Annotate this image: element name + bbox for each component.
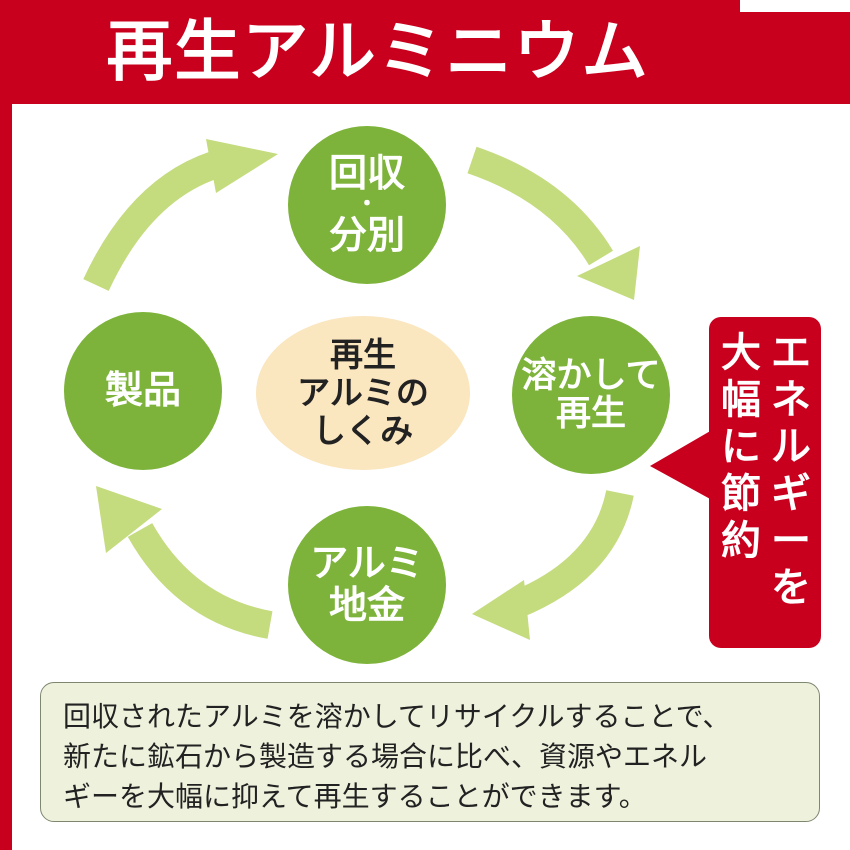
explanation-note: 回収されたアルミを溶かしてリサイクルすることで、 新たに鉱石から製造する場合に比… (40, 682, 820, 822)
callout-column-right: エ ネ ル ギ ー を (767, 330, 815, 612)
arrowhead-product (96, 486, 162, 553)
circle-remelt-line2: 再生 (555, 394, 626, 434)
note-line1: 回収されたアルミを溶かしてリサイクルすることで、 (63, 700, 731, 733)
circle-ingot-line1: アルミ (310, 541, 424, 586)
energy-saving-callout (709, 317, 821, 648)
callout-column-left: 大 幅 に 節 約 (717, 330, 765, 565)
arrow-product-to-collection (83, 151, 219, 291)
left-frame-border (0, 0, 12, 850)
callout-char: 約 (721, 518, 761, 564)
callout-char: に (721, 424, 761, 470)
page-title: 再生アルミニウム (106, 13, 650, 90)
circle-remelt-regenerate: 溶かして 再生 (512, 316, 670, 474)
arrow-collection-to-remelt (467, 146, 613, 266)
circle-product-line1: 製品 (104, 368, 181, 413)
circle-collection-sorting: 回収 ・ 分別 (288, 126, 446, 284)
arrowhead-remelt (577, 246, 640, 300)
arrowhead-collection (206, 139, 278, 193)
energy-saving-callout-text: エ ネ ル ギ ー を 大 幅 に 節 約 (709, 330, 821, 640)
center-line3: しくみ (312, 410, 414, 450)
arrow-ingot-to-product (127, 522, 273, 639)
callout-char: ネ (771, 377, 811, 423)
center-line2: アルミの (297, 373, 429, 413)
circle-product: 製品 (64, 312, 222, 470)
note-line3: ギーを大幅に抑えて再生することができます。 (63, 780, 647, 813)
center-line1: 再生 (330, 335, 396, 375)
callout-char: ー (771, 518, 811, 564)
header-notch (740, 12, 850, 104)
note-line2: 新たに鉱石から製造する場合に比べ、資源やエネル (63, 740, 708, 773)
header-corner (740, 0, 850, 12)
callout-char: 大 (721, 330, 761, 376)
callout-char: 幅 (721, 377, 761, 423)
circle-collection-line1: 回収 (328, 151, 405, 196)
circle-collection-line2: 分別 (328, 212, 405, 257)
circle-aluminum-ingot: アルミ 地金 (288, 506, 446, 664)
callout-char: を (771, 565, 811, 611)
circle-remelt-line1: 溶かして (521, 355, 661, 396)
callout-char: 節 (721, 471, 761, 517)
arrowhead-ingot (472, 580, 530, 640)
callout-char: ル (771, 424, 811, 470)
circle-collection-dot: ・ (355, 192, 378, 218)
circle-ingot-line2: 地金 (328, 583, 405, 627)
center-label-oval: 再生 アルミの しくみ (256, 316, 470, 470)
callout-char: エ (771, 330, 811, 376)
header-band (0, 0, 850, 104)
callout-char: ギ (771, 471, 811, 517)
arrow-remelt-to-ingot (512, 489, 634, 617)
